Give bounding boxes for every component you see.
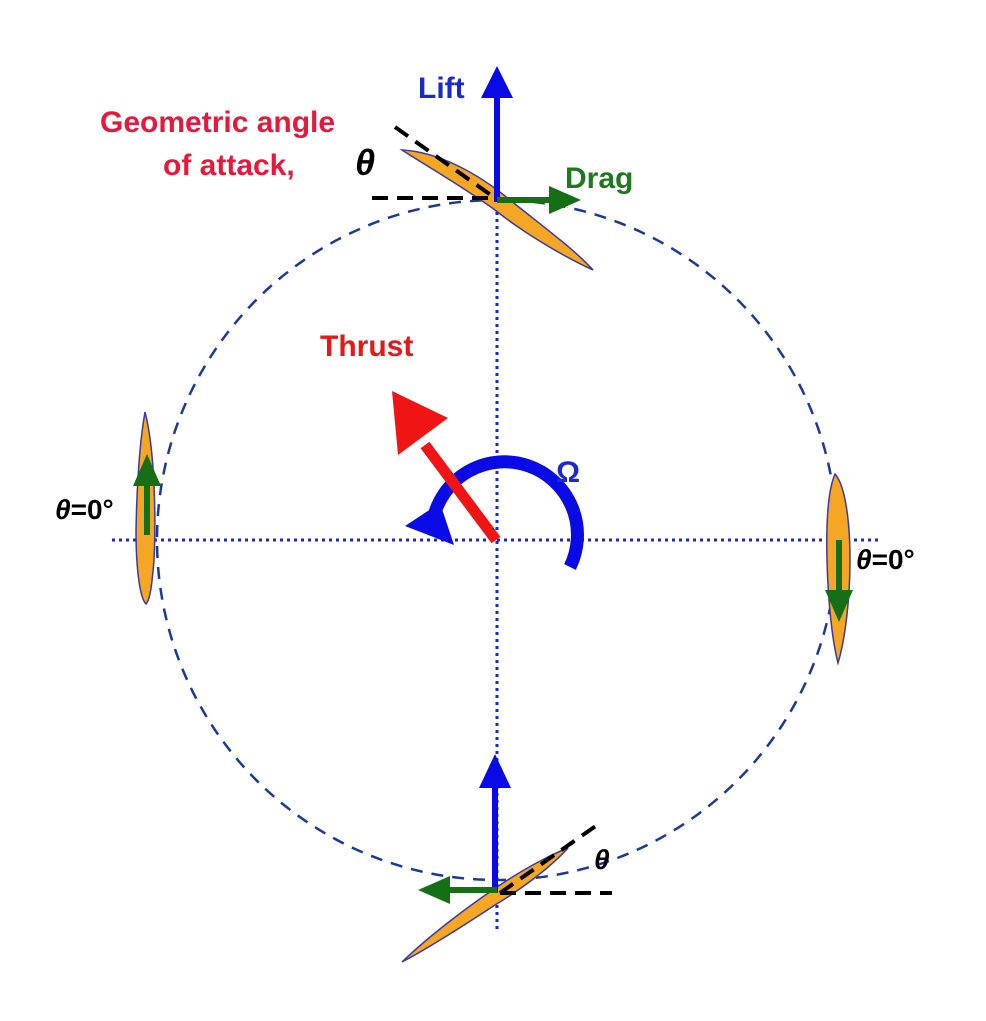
left-theta-symbol: θ: [55, 494, 71, 525]
angle-of-attack-theta: θ: [355, 142, 375, 183]
left-drag-arrow: [133, 454, 161, 535]
thrust-label: Thrust: [320, 330, 413, 363]
right-theta-equals: =0°: [872, 544, 915, 575]
omega-label: Ω: [556, 456, 580, 489]
lift-label: Lift: [418, 72, 465, 105]
bottom-theta-label: θ: [594, 844, 610, 875]
top-drag-arrow: [497, 186, 581, 214]
left-theta-value: θ=0°: [55, 494, 114, 525]
top-blade: [399, 149, 594, 271]
top-lift-arrow: [481, 66, 513, 202]
bottom-drag-arrow: [418, 876, 497, 904]
left-theta-equals: =0°: [71, 494, 114, 525]
right-theta-value: θ=0°: [856, 544, 915, 575]
drag-label: Drag: [565, 162, 633, 195]
right-drag-arrow: [825, 540, 853, 622]
top-chord-reference-line: [393, 125, 497, 200]
rotation-direction-arrow: [405, 455, 584, 570]
thrust-arrow: [392, 391, 501, 544]
bottom-chord-reference-line: [498, 821, 602, 895]
angle-of-attack-label-line2: of attack,: [163, 149, 295, 182]
bottom-lift-arrow: [479, 754, 511, 893]
angle-of-attack-label-line1: Geometric angle: [100, 106, 335, 139]
right-theta-symbol: θ: [856, 544, 872, 575]
